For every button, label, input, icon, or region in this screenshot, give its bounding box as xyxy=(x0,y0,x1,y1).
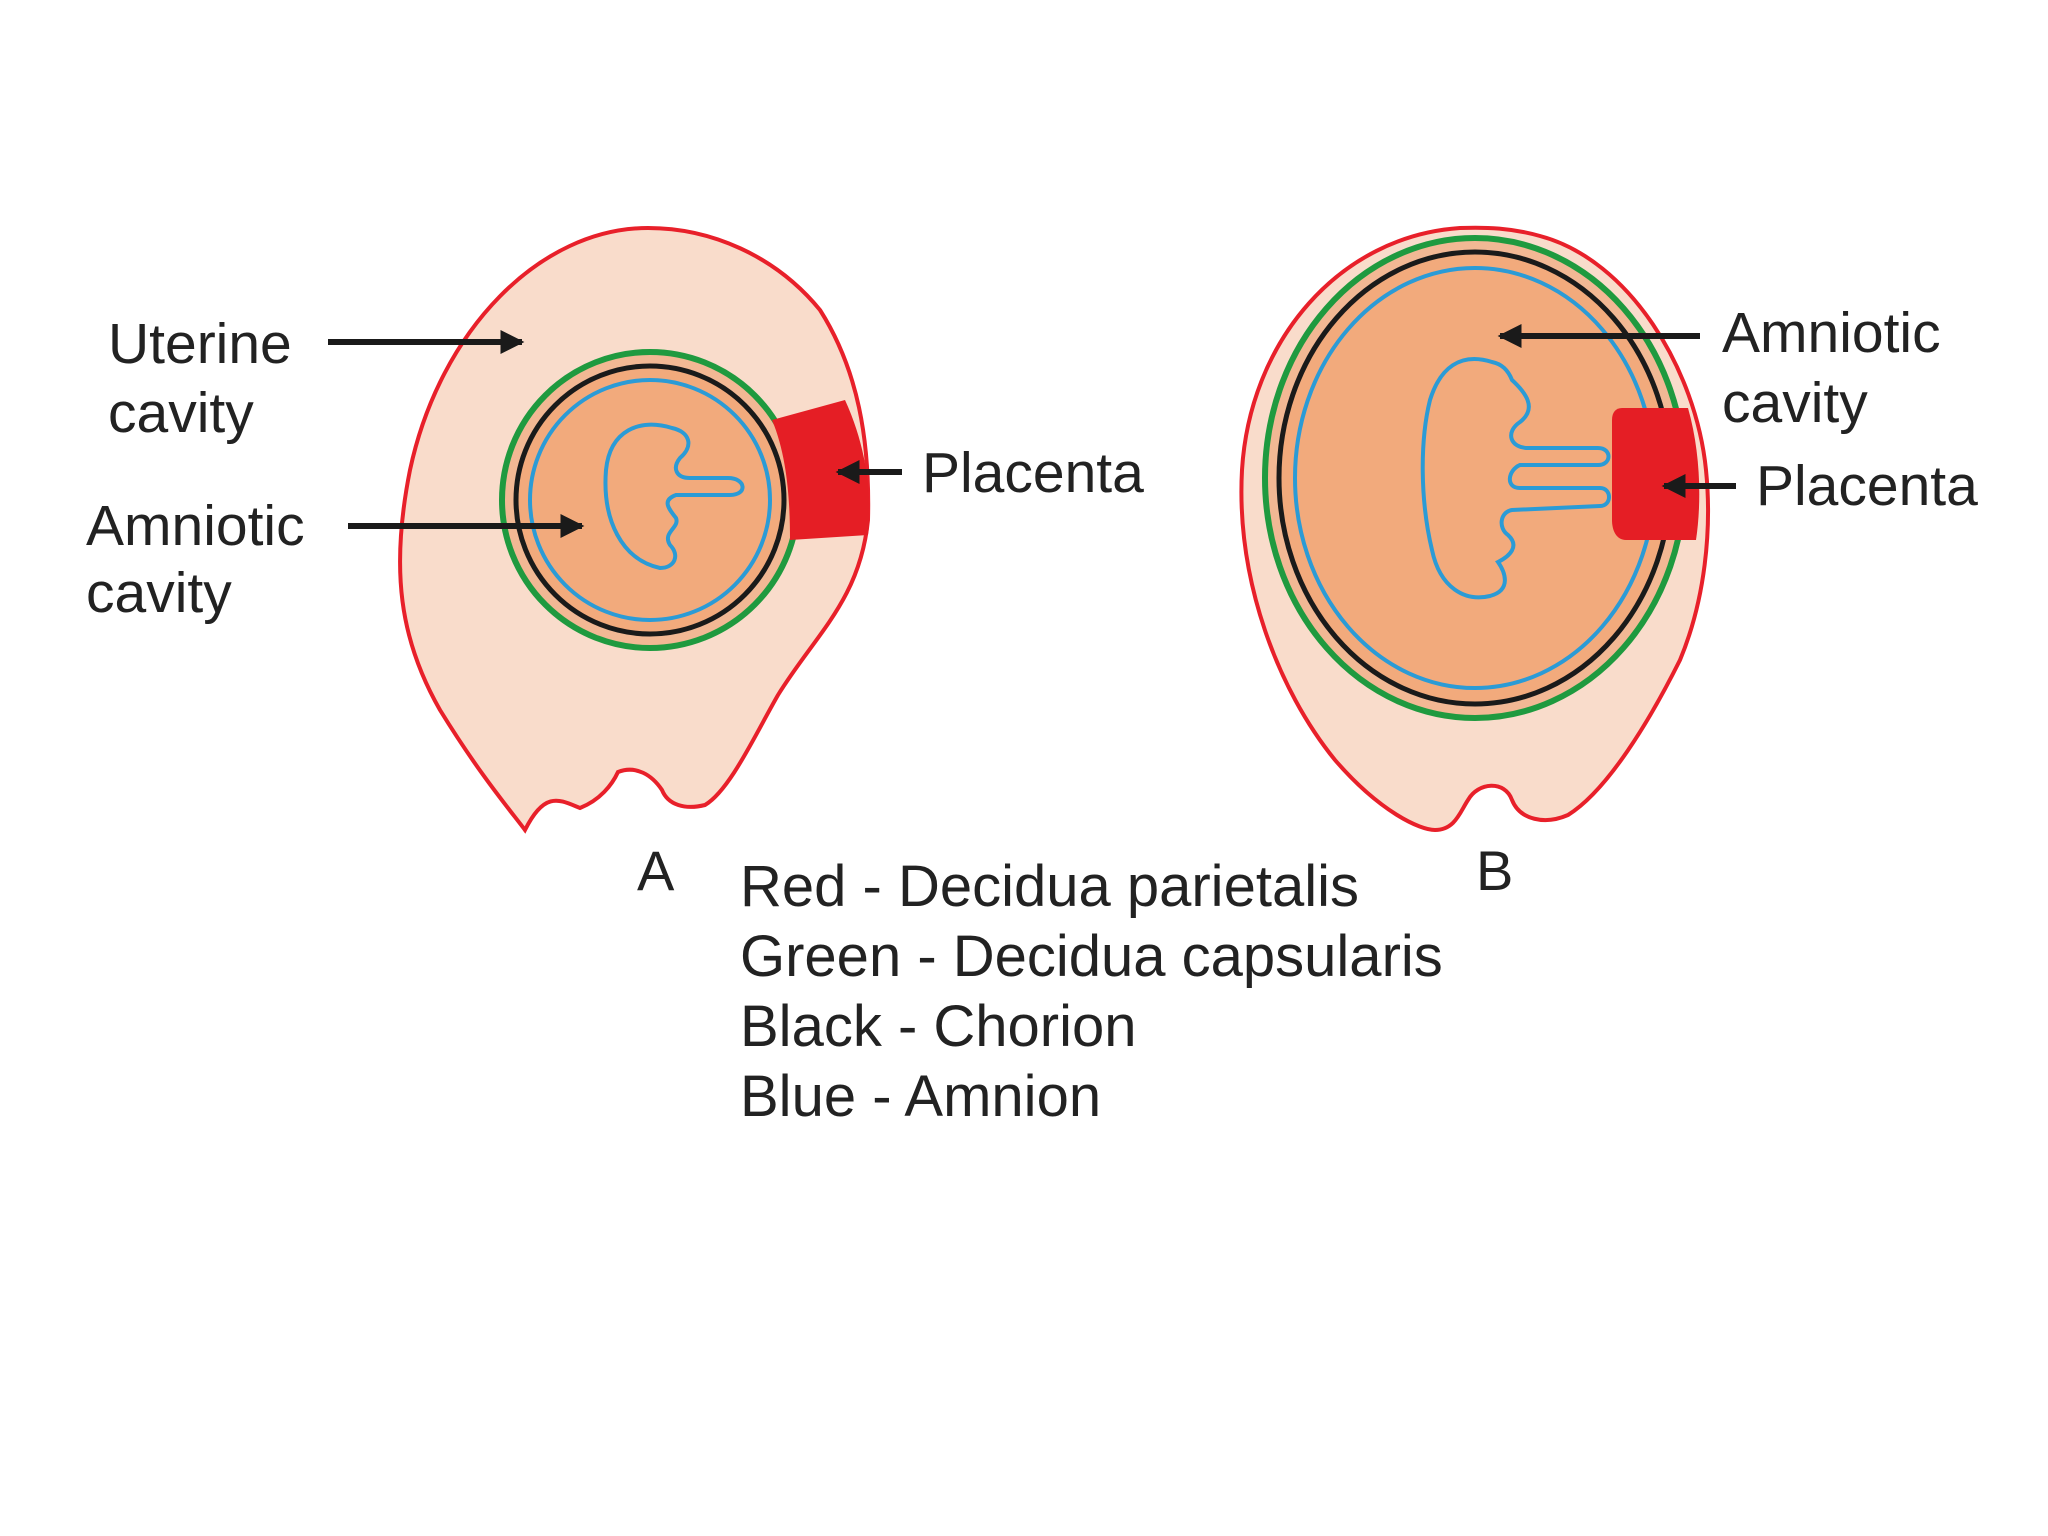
legend-item-red: Red - Decidua parietalis xyxy=(740,854,1359,919)
embryo-b xyxy=(1420,357,1611,600)
label-amniotic-cavity-b-line2: cavity xyxy=(1722,371,1868,435)
label-placenta-b: Placenta xyxy=(1756,454,1978,518)
labels: Uterine cavity Amniotic cavity Placenta … xyxy=(86,301,1978,902)
label-figure-b: B xyxy=(1476,839,1513,902)
label-amniotic-cavity-a-line1: Amniotic xyxy=(86,494,305,558)
legend-item-blue: Blue - Amnion xyxy=(740,1064,1101,1129)
placenta-b xyxy=(1612,408,1700,540)
label-uterine-cavity-line2: cavity xyxy=(108,381,254,445)
figure-b xyxy=(1239,225,1711,833)
legend-item-black: Black - Chorion xyxy=(740,994,1136,1059)
legend-item-green: Green - Decidua capsularis xyxy=(740,924,1443,989)
label-figure-a: A xyxy=(637,839,675,902)
legend: Red - Decidua parietalis Green - Decidua… xyxy=(740,854,1443,1129)
label-amniotic-cavity-a-line2: cavity xyxy=(86,561,232,625)
label-amniotic-cavity-b-line1: Amniotic xyxy=(1722,301,1941,365)
figure-a xyxy=(398,225,871,834)
placenta-a xyxy=(772,400,870,540)
embryo-a xyxy=(603,422,745,571)
label-uterine-cavity-line1: Uterine xyxy=(108,312,292,376)
label-placenta-a: Placenta xyxy=(922,441,1144,505)
arrows xyxy=(328,324,1736,538)
